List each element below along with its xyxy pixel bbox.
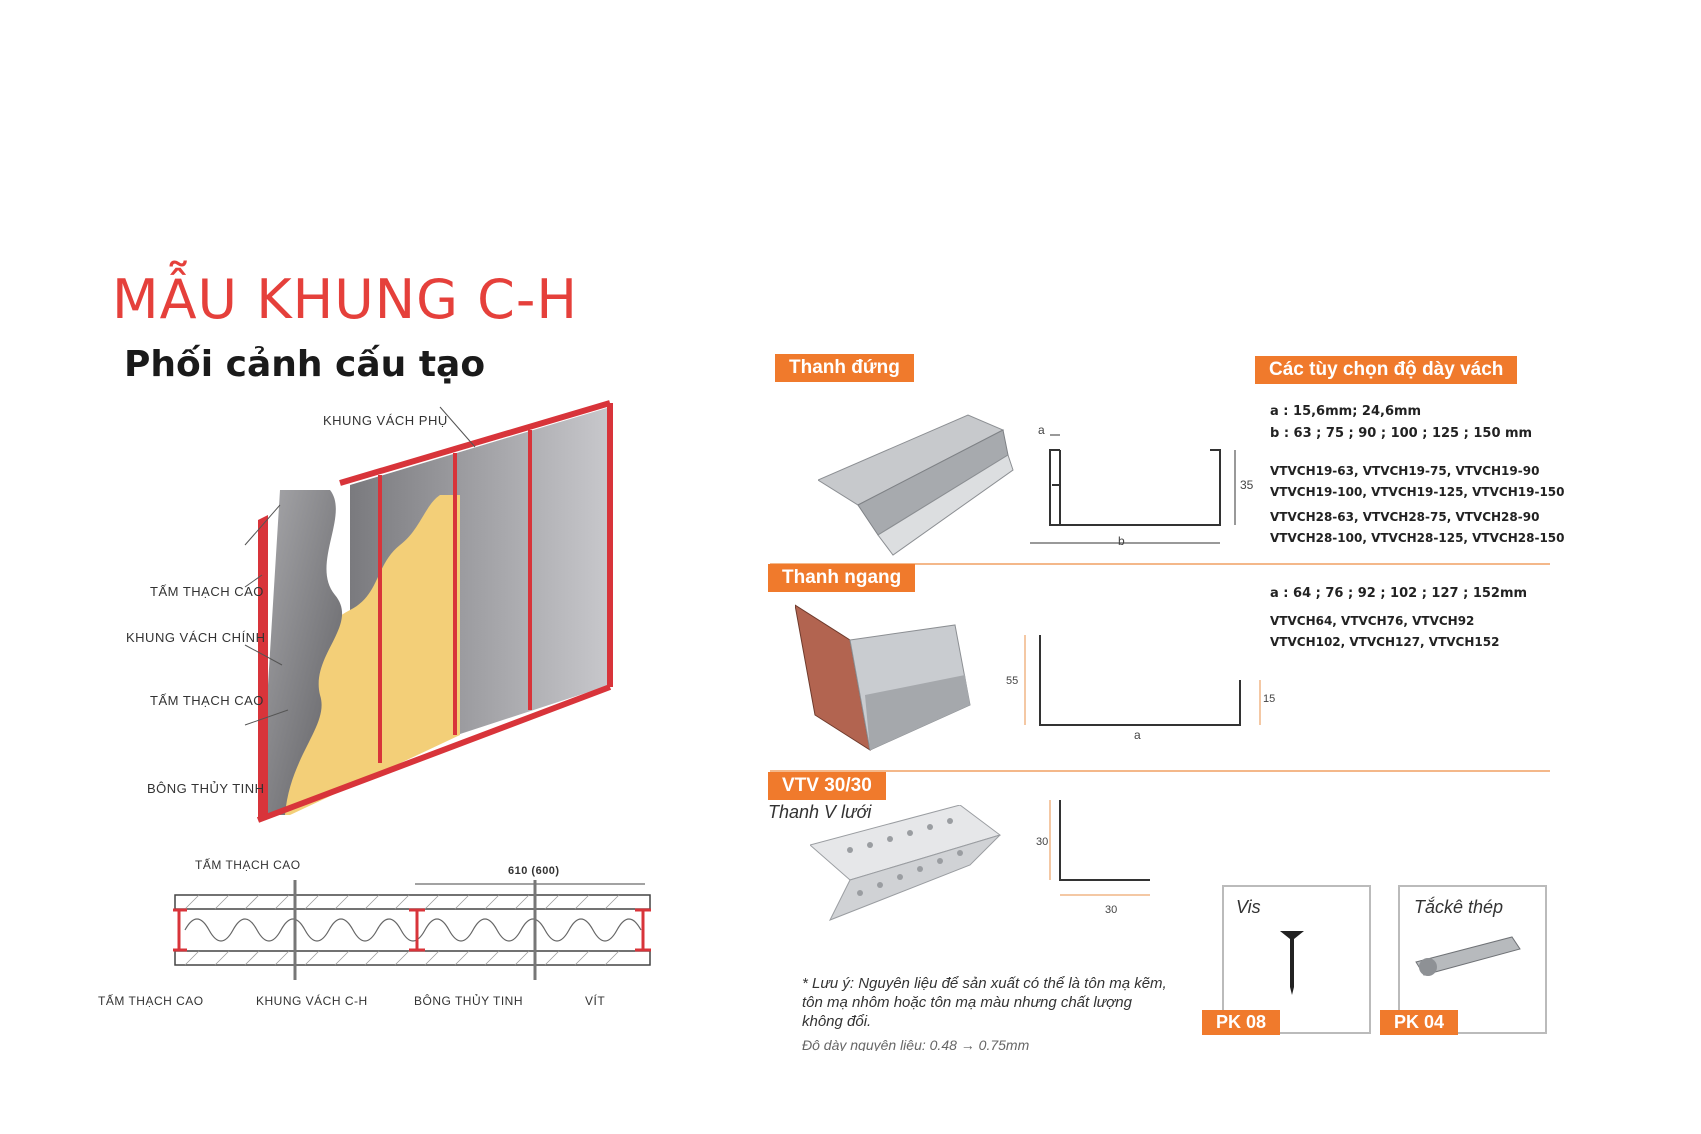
code-line: VTVCH102, VTVCH127, VTVCH152 [1270,635,1500,649]
glass-wool [270,495,460,815]
accessory-name: Tắckê thép [1414,897,1504,917]
tag-vtv: VTV 30/30 [768,772,886,800]
c-h-studs [173,908,651,952]
main-frame-top [339,400,611,486]
tag-thanh-ngang: Thanh ngang [768,564,916,592]
track-profile-photo [795,604,971,752]
dim-30: 30 [1105,904,1118,916]
wall-section-diagram [173,880,651,980]
v-section-drawing [1049,800,1150,896]
bottom-board [174,950,651,966]
label-bong-thuy-tinh: BÔNG THỦY TINH [147,781,265,796]
pk-04-badge: PK 04 [1380,1010,1459,1035]
code-line: VTVCH28-63, VTVCH28-75, VTVCH28-90 [1270,510,1540,524]
accessory-card-vis: Vis [1222,885,1371,1034]
accessory-card-tacke: Tắckê thép [1398,885,1547,1034]
board-hatching [184,894,620,966]
track-section-drawing [1024,635,1261,726]
dim-35: 35 [1240,478,1254,492]
dim-a: a [1134,728,1141,742]
top-board [174,894,651,910]
pk-08-badge: PK 08 [1202,1010,1281,1035]
dim-55: 55 [1006,675,1019,687]
anchor-bolt-icon [1415,936,1521,976]
accessory-name: Vis [1236,897,1261,917]
page-title: MẪU KHUNG C-H [112,268,578,331]
note-line: * Lưu ý: Nguyên liệu để sản xuất có thể … [802,975,1167,992]
v-mesh-photo [810,805,1002,921]
label-spacing: 610 (600) [508,865,560,877]
code-line: VTVCH28-100, VTVCH28-125, VTVCH28-150 [1270,531,1565,545]
leader-line [244,574,263,588]
main-frame-bottom [256,684,612,823]
code-line: VTVCH19-63, VTVCH19-75, VTVCH19-90 [1270,464,1540,478]
section-divider [770,563,1550,565]
note-line: không đổi. [802,1013,872,1030]
note-line: Độ dày nguyên liệu: 0.48 → 0.75mm [802,1037,1030,1051]
label-khung-vach-phu: KHUNG VÁCH PHỤ [323,413,448,428]
screw-icon [1280,931,1304,995]
stud-profile-photo [818,414,1014,556]
label-khung-vach-ch: KHUNG VÁCH C-H [256,994,368,1008]
track-a: a : 64 ; 76 ; 92 ; 102 ; 127 ; 152mm [1270,586,1528,601]
label-tam-thach-cao-top: TẤM THẠCH CAO [195,858,301,872]
section-divider [770,770,1550,772]
front-board [260,490,343,815]
leader-line [244,709,289,726]
leader-line [244,644,283,666]
dim-30: 30 [1036,836,1049,848]
label-vit: VÍT [585,994,606,1008]
main-frame-left [258,515,268,820]
code-line: VTVCH64, VTVCH76, VTVCH92 [1270,614,1475,628]
page-subtitle: Phối cảnh cấu tạo [124,344,486,385]
dim-a: a [1038,423,1045,437]
label-tam-thach-cao: TẤM THẠCH CAO [150,584,264,599]
dim-b: b [1118,534,1125,548]
options-a: a : 15,6mm; 24,6mm [1270,404,1422,419]
insulation-wave [184,918,642,942]
tag-options-header: Các tùy chọn độ dày vách [1255,356,1518,384]
leader-line [439,406,476,448]
label-tam-thach-cao: TẤM THẠCH CAO [150,693,264,708]
dim-15: 15 [1263,693,1276,705]
vtv-subtitle: Thanh V lưới [768,802,872,822]
label-tam-thach-cao-bottom: TẤM THẠCH CAO [98,994,204,1008]
tag-thanh-dung: Thanh đứng [775,354,914,382]
label-bong-thuy-tinh-section: BÔNG THỦY TINH [414,994,524,1008]
stud-section-drawing [1030,434,1236,544]
label-khung-vach-chinh: KHUNG VÁCH CHÍNH [126,630,266,645]
leader-line [244,504,281,546]
wall-perspective-diagram [244,400,613,823]
note-line: tôn mạ nhôm hoặc tôn mạ màu nhưng chất l… [802,994,1132,1011]
options-b: b : 63 ; 75 ; 90 ; 100 ; 125 ; 150 mm [1270,426,1533,441]
code-line: VTVCH19-100, VTVCH19-125, VTVCH19-150 [1270,485,1565,499]
